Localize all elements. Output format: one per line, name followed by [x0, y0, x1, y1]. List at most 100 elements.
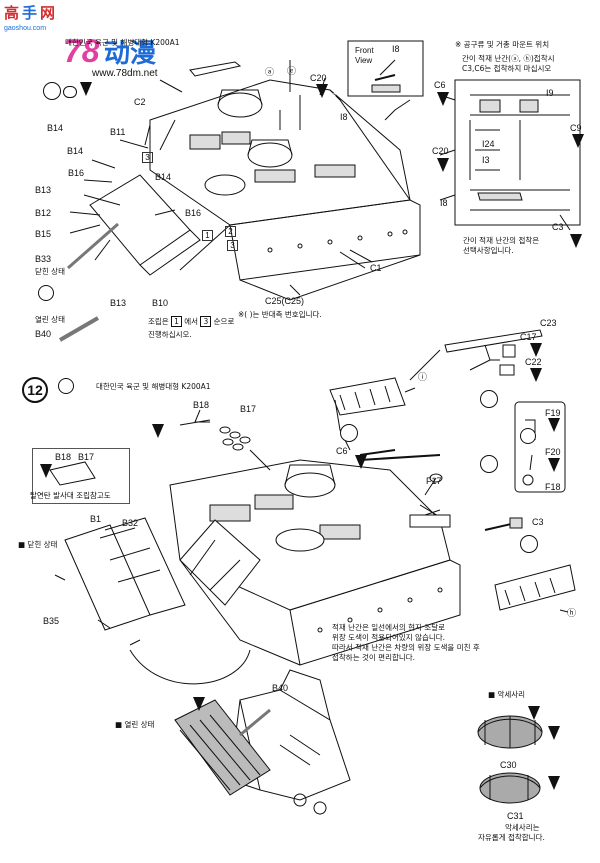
part-label-b13-a: B13 — [35, 185, 52, 195]
part-label-b40-12: B40 — [272, 683, 289, 693]
part-label-b40: B40 — [35, 329, 52, 339]
closed-state-label: 닫힌 상태 — [35, 267, 65, 276]
front-view-part-i8: I8 — [392, 44, 400, 54]
count-badge-icon — [80, 82, 92, 96]
part-label-b35: B35 — [43, 616, 60, 626]
part-label-c2: C2 — [134, 97, 146, 107]
c9-count-badge-icon — [572, 134, 584, 148]
glue-icon — [480, 455, 498, 473]
part-label-b14-b: B14 — [155, 172, 172, 182]
part-label-b15: B15 — [35, 229, 52, 239]
front-view-title-2: View — [355, 56, 373, 65]
part-label-i: ⓘ — [418, 372, 428, 382]
part-label-c23: C23 — [540, 318, 557, 328]
svg-text:gaoshou.com: gaoshou.com — [4, 25, 46, 32]
open-count-badge-icon — [193, 697, 205, 711]
step11-variant-label: 대한민국 육군 및 해병대형 K200A1 — [65, 38, 180, 47]
mount-note-3: C3,C6는 접착하지 마십시오 — [462, 64, 552, 73]
mount-label-i9: I9 — [546, 88, 554, 98]
svg-text:78: 78 — [64, 33, 100, 69]
glue-icon — [520, 535, 538, 553]
rack-note-4: 접착하는 것이 편리합니다. — [332, 653, 416, 662]
mount-note-2: 간이 적재 난간(ⓐ, ⓗ)접착시 — [462, 54, 555, 63]
svg-text:www.78dm.net: www.78dm.net — [91, 68, 158, 78]
part-label-c22: C22 — [525, 357, 542, 367]
mount-label-i3: I3 — [482, 155, 490, 165]
part-label-b16-a: B16 — [68, 168, 85, 178]
part-label-f17: F17 — [426, 476, 442, 486]
reference-sketch-frame — [32, 448, 130, 504]
svg-text:动漫: 动漫 — [104, 39, 156, 69]
c30-count-badge-icon — [528, 706, 540, 720]
order-note-line1: 조립은 1 에서 3 순으로 — [148, 316, 235, 327]
part-label-b12: B12 — [35, 208, 52, 218]
rack-note-3: 따라서 적재 난간은 차량의 위장 도색을 미친 후 — [332, 643, 480, 652]
order-box-2: 2 — [225, 226, 236, 237]
mount-label-c9: C9 — [570, 123, 582, 133]
mount-c20-count-badge-icon — [437, 158, 449, 172]
part-label-c20: C20 — [310, 73, 327, 83]
part-label-b17: B17 — [240, 404, 257, 414]
c20-count: 8 — [332, 93, 336, 100]
rack-note-1: 적재 난간은 일선에서의 현지 조달로 — [332, 623, 446, 632]
c30-count2-badge-icon — [548, 726, 560, 740]
mount-note-5: 선택사항입니다. — [463, 246, 514, 255]
part-label-b17-b: B17 — [78, 452, 95, 462]
site-watermark-logo: 高 手 网 gaoshou.com 78 动漫 www.78dm.net — [2, 2, 162, 79]
part-label-f20: F20 — [545, 447, 561, 457]
mount-label-c20: C20 — [432, 146, 449, 156]
glue-icon — [480, 390, 498, 408]
part-label-a: ⓐ — [265, 67, 275, 77]
ref-count-badge-icon — [40, 464, 52, 478]
paren-note: ※( )는 반대측 번호입니다. — [238, 310, 322, 319]
part-label-i8: I8 — [340, 112, 348, 122]
b17-count-badge-icon — [152, 424, 164, 438]
mount-label-i24: I24 — [482, 139, 495, 149]
part-label-b18: B18 — [193, 400, 210, 410]
part-label-b16-b: B16 — [185, 208, 202, 218]
toggle-icon — [63, 86, 77, 98]
mount-label-i8: I8 — [440, 198, 448, 208]
part-label-b14-a: B14 — [67, 146, 84, 156]
mount-note-4: 간이 적재 난간의 접착은 — [463, 236, 540, 245]
mount-label-c3: C3 — [552, 222, 564, 232]
order-box-1: 1 — [202, 230, 213, 241]
svg-text:网: 网 — [40, 4, 55, 22]
mount-label-c6: C6 — [434, 80, 446, 90]
open-state-label: 열린 상태 — [35, 315, 65, 324]
f19-count-badge-icon — [548, 418, 560, 432]
mount-note-1: ※ 공구류 및 거총 마운트 위치 — [455, 40, 550, 49]
svg-text:高: 高 — [4, 4, 19, 22]
f20-count-badge-icon — [548, 458, 560, 472]
c31-count-badge-icon — [548, 776, 560, 790]
part-label-b32: B32 — [122, 518, 139, 528]
glue-icon — [520, 428, 536, 444]
svg-text:手: 手 — [22, 4, 37, 22]
order-note-line2: 진행하십시오. — [148, 330, 192, 339]
part-label-b11: B11 — [110, 127, 126, 137]
glue-icon — [38, 285, 54, 301]
part-label-h: ⓗ — [567, 608, 577, 618]
part-label-b14-top: B14 — [47, 123, 64, 133]
bedroll-note-2: 자유롭게 접착합니다. — [478, 833, 545, 842]
bedroll-note-1: 악세사리는 — [505, 823, 540, 832]
part-label-b33: B33 — [35, 254, 52, 264]
part-label-b18-b: B18 — [55, 452, 72, 462]
part-label-f18: F18 — [545, 482, 561, 492]
c6-count-badge-icon — [437, 92, 449, 106]
glue-icon — [340, 424, 358, 442]
reference-note: 탈연탄 발사대 조립참고도 — [30, 491, 111, 500]
c17-count-badge-icon — [530, 343, 542, 357]
part-label-b1: B1 — [90, 514, 102, 524]
order-box-3: 3 — [227, 240, 238, 251]
c6-12-count-badge-icon — [355, 455, 367, 469]
part-label-c25: C25(C25) — [265, 296, 305, 306]
bedroll-title: ■ 악세사리 — [488, 690, 526, 699]
c3-count-badge-icon — [570, 234, 582, 248]
part-label-b13-b: B13 — [110, 298, 127, 308]
glue-icon — [58, 378, 74, 394]
part-label-f19: F19 — [545, 408, 561, 418]
closed-state-label-12: ■ 닫힌 상태 — [18, 540, 58, 549]
open-state-label-12: ■ 열린 상태 — [115, 720, 155, 729]
